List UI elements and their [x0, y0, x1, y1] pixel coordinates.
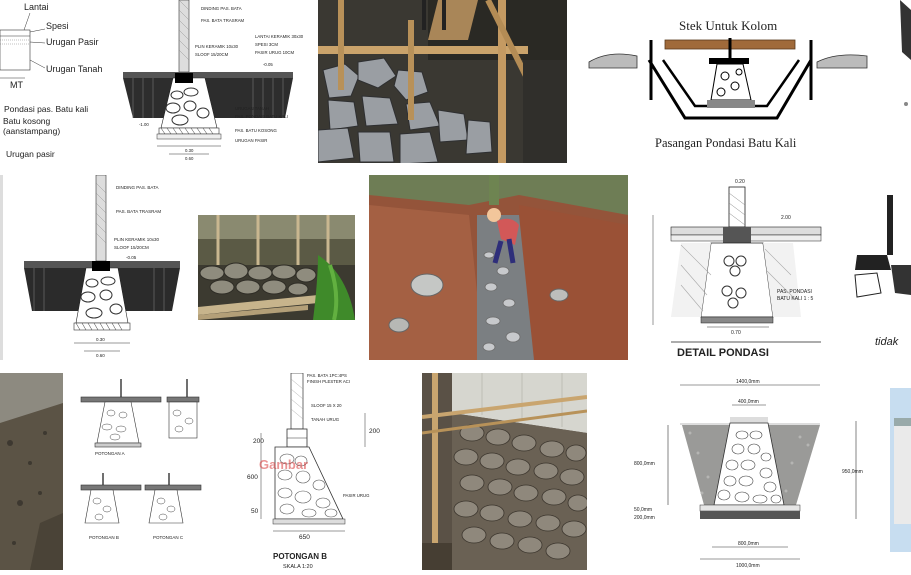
label-lantai: Lantai: [24, 2, 49, 12]
label-dim-060: 0.60: [185, 156, 194, 161]
label-dim-400: 400,0mm: [738, 399, 759, 405]
label-dim-800-left: 800,0mm: [634, 461, 655, 467]
image-result-13[interactable]: POTONGAN A POTONGAN B POTONGAN C: [75, 373, 206, 570]
label-dim-200: 200: [253, 438, 264, 445]
label-potongan-c: POTONGAN C: [153, 535, 184, 540]
label-finish-plester: FINISH PLESTER ACI: [307, 379, 350, 384]
label-dim-800-bottom: 800,0mm: [738, 541, 759, 547]
label-dim-200: 2.00: [781, 215, 791, 221]
label-dim-650: 650: [299, 534, 310, 541]
label-urugan-tanah: URUGAN TANAH: [235, 106, 269, 111]
label-dim-1400: 1400,0mm: [736, 379, 760, 385]
image-result-17[interactable]: [890, 388, 911, 552]
label-trasram: PAS. BATA TRASRAM: [201, 18, 245, 23]
label-dim-1000: 1000,0mm: [736, 563, 760, 569]
label-elev-005: -0.05: [263, 62, 273, 67]
image-result-7[interactable]: DINDING PAS. BATA PAS. BATA TRASRAM PLIN…: [16, 175, 186, 360]
label-dim-950: 950,0mm: [842, 469, 863, 475]
label-dim-070: 0.70: [731, 330, 741, 336]
image-result-6[interactable]: [0, 175, 3, 360]
image-result-4[interactable]: Stek Untuk Kolom Pasangan Pondasi Batu K…: [579, 0, 878, 163]
label-urugan-pasir-bottom: Urugan pasir: [6, 149, 55, 159]
label-lantai-keramik: LANTAI KERAMIK 30x30: [255, 34, 304, 39]
label-batu-kosong: Batu kosong: [3, 116, 51, 126]
image-result-3[interactable]: [318, 0, 567, 163]
label-urugan-pasir: Urugan Pasir: [46, 37, 99, 47]
label-dim-50: 50,0mm: [634, 507, 652, 513]
label-spesi: Spesi: [46, 21, 69, 31]
label-aanstampang: (aanstampang): [3, 126, 60, 136]
label-pas-pondasi: PAS. PONDASI: [777, 289, 812, 295]
caption-tidak: tidak: [875, 336, 899, 348]
image-result-10[interactable]: 0.20 2.00 PAS. PONDASI BATU KALI 1 : 5 0…: [641, 175, 835, 360]
label-spesi-3cm: SPESI 3CM: [255, 42, 278, 47]
label-trasram: PAS. BATA TRASRAM: [116, 209, 161, 214]
label-dinding: DINDING PAS. BATA: [116, 185, 159, 190]
label-mt: MT: [10, 80, 23, 90]
label-potongan-b: POTONGAN B: [89, 535, 119, 540]
label-potongan-a: POTONGAN A: [95, 451, 125, 456]
image-result-12[interactable]: [0, 373, 63, 570]
label-pondasi: PAS. PONDASI BATU KALI: [235, 114, 288, 119]
label-pondasi-batu-kali: Pondasi pas. Batu kali: [4, 104, 88, 114]
subtitle-skala: SKALA 1:20: [283, 564, 313, 570]
label-urugan-tanah: Urugan Tanah: [46, 64, 102, 74]
label-dim-600: 600: [247, 474, 258, 481]
label-pasir-urug: PASIR URUG 10CM: [255, 50, 294, 55]
label-urugan-pasir: URUGAN PASIR: [235, 138, 267, 143]
image-result-8[interactable]: [198, 215, 355, 320]
image-result-16[interactable]: 1400,0mm 400,0mm 800,0mm 950,0mm 50,0mm …: [620, 373, 878, 570]
image-result-15[interactable]: [422, 373, 587, 570]
watermark-gambar: Gambar: [259, 457, 308, 472]
label-dim-200: 200,0mm: [634, 515, 655, 521]
image-result-1[interactable]: Lantai Spesi Urugan Pasir Urugan Tanah M…: [0, 0, 102, 163]
image-result-5[interactable]: [890, 0, 911, 163]
label-pasir-urug: PASIR URUG: [343, 493, 370, 498]
label-plin: PLIN KERAMIK 10x30: [114, 237, 160, 242]
label-sloof: SLOOF 15/20CM: [114, 245, 149, 250]
label-dim-200-right: 200: [369, 428, 380, 435]
caption-pasangan-pondasi-batu-kali: Pasangan Pondasi Batu Kali: [655, 136, 797, 150]
label-dim-020: 0.20: [735, 179, 745, 185]
label-sloof: SLOOF 15/20CM: [195, 52, 229, 57]
image-result-14[interactable]: Gambar PAS. BATA 1PC:4PS FINISH PLESTER …: [225, 373, 383, 570]
label-elev-100: -1.00: [139, 122, 149, 127]
label-plin: PLIN KERAMIK 10x30: [195, 44, 239, 49]
label-dim-50: 50: [251, 508, 259, 515]
label-dinding: DINDING PAS. BATA: [201, 6, 242, 11]
label-elev: -0.05: [126, 255, 137, 260]
label-dim-030: 0.30: [185, 148, 194, 153]
title-detail-pondasi: DETAIL PONDASI: [677, 347, 769, 359]
label-sloof: SLOOF 15 X 20: [311, 403, 342, 408]
label-tanah-urug: TANAH URUG: [311, 417, 340, 422]
caption-stek-untuk-kolom: Stek Untuk Kolom: [679, 18, 777, 33]
image-result-9[interactable]: [369, 175, 628, 360]
image-result-11[interactable]: tidak: [847, 175, 911, 360]
image-result-2[interactable]: DINDING PAS. BATA PAS. BATA TRASRAM PLIN…: [113, 0, 306, 163]
label-batu-kali-ratio: BATU KALI 1 : 5: [777, 296, 814, 302]
label-dim-060: 0.60: [96, 353, 105, 358]
label-dim-030: 0.30: [96, 337, 105, 342]
title-potongan-b: POTONGAN B: [273, 552, 327, 561]
label-pas-bata: PAS. BATA 1PC:4PS: [307, 373, 347, 378]
label-batu-kosong: PAS. BATU KOSONG: [235, 128, 278, 133]
